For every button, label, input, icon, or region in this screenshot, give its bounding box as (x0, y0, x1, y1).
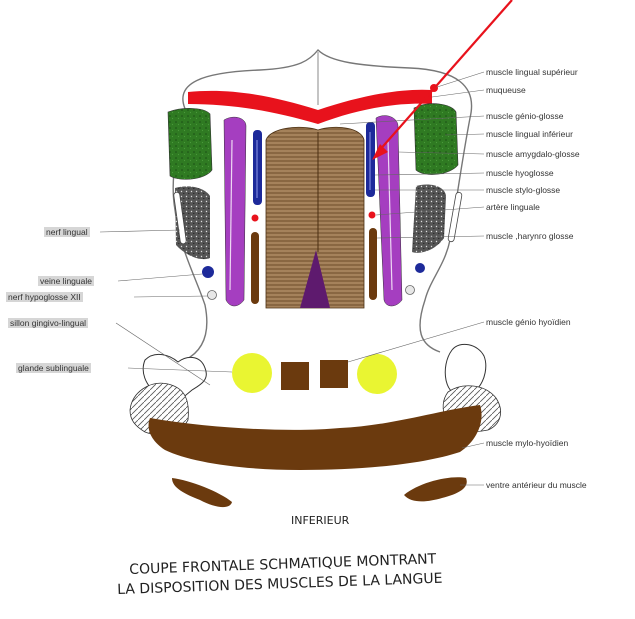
label-muqueuse: muqueuse (486, 85, 526, 95)
purple-muscle-left (223, 116, 247, 307)
label-nerf-hypoglosse: nerf hypoglosse XII (6, 292, 83, 302)
label-inferieur: INFERIEUR (291, 514, 350, 527)
nerve-left (207, 290, 217, 300)
red-arrow (372, 0, 513, 160)
purple-muscle-right (375, 115, 403, 307)
genio-hyoidien-left (281, 362, 309, 390)
label-muscle-stylo-glosse: muscle stylo-glosse (486, 185, 561, 195)
label-muscle-genio-glosse: muscle génio-glosse (486, 111, 564, 121)
label-artere-linguale: artère linguale (486, 202, 540, 212)
artery-left (251, 214, 259, 222)
genio-glosse-block (265, 126, 365, 309)
label-muscle-amygdalo-glosse: muscle amygdalo-glosse (486, 149, 580, 159)
leader-lines-right (339, 71, 485, 486)
ventre-anterieur-left (172, 478, 232, 508)
artery-right (368, 211, 376, 219)
label-muscle-lingual-superieur: muscle lingual supérieur (486, 67, 578, 77)
green-muscle-right (413, 103, 459, 175)
vein-left (202, 266, 214, 278)
label-muscle-mylo-hyoidien: muscle mylo-hyoïdien (486, 438, 569, 448)
vein-right (415, 263, 425, 273)
central-purple-wedge (300, 250, 330, 308)
muscle-lingual-superieur-shape (188, 89, 432, 124)
brown-rod-left (251, 232, 259, 304)
label-muscle-pharyngo-glosse: muscle ,harynго glosse (486, 231, 574, 241)
label-muscle-lingual-inferieur: muscle lingual inférieur (486, 129, 573, 139)
rod-right (447, 191, 463, 243)
mylo-hyoidien-band (148, 405, 482, 470)
label-veine-linguale: veine linguale (38, 276, 94, 286)
brown-rod-right (369, 228, 377, 300)
grey-muscle-right (412, 184, 446, 253)
leader-lines-left (99, 229, 233, 386)
rod-left (173, 191, 187, 245)
nerve-right (405, 285, 415, 295)
glande-sublinguale-left (232, 353, 272, 393)
label-muscle-genio-hyoidien: muscle génio hyoïdien (486, 317, 571, 327)
glande-sublinguale-right (357, 354, 397, 394)
green-muscle-left (167, 108, 213, 180)
label-nerf-lingual: nerf lingual (44, 227, 90, 237)
ventre-anterieur-right (404, 477, 467, 502)
genio-hyoidien-right (320, 360, 348, 388)
label-ventre-anterieur: ventre antérieur du muscle (486, 480, 587, 490)
label-muscle-hyoglosse: muscle hyoglosse (486, 168, 554, 178)
label-sillon-gingivo-lingual: sillon gingivo-lingual (8, 318, 89, 328)
label-glande-sublinguale: glande sublinguale (16, 363, 91, 373)
